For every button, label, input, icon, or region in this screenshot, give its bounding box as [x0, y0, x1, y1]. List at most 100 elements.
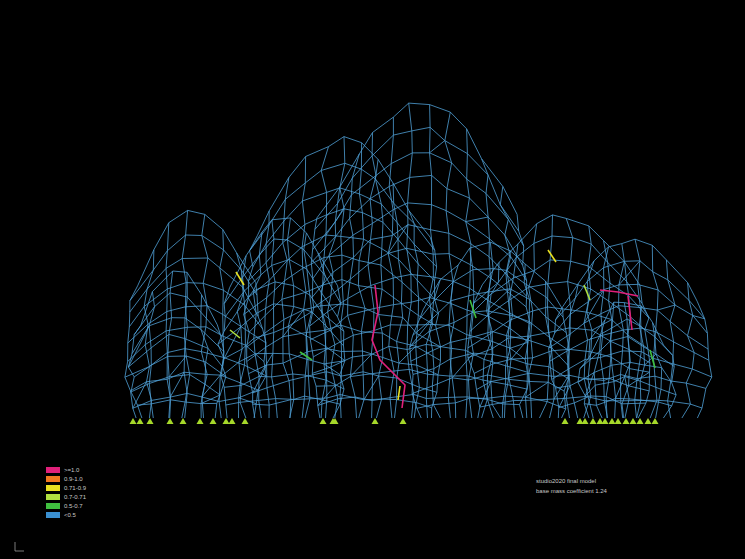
- legend-text: <0.5: [64, 511, 76, 519]
- pin-support: [630, 418, 637, 424]
- pin-support: [197, 418, 204, 424]
- mesh-line: [224, 374, 344, 389]
- pin-support: [130, 418, 137, 424]
- mesh-line: [637, 306, 645, 418]
- mesh-line: [580, 337, 674, 369]
- mesh-line: [182, 210, 187, 418]
- legend-swatch: [46, 503, 60, 509]
- mesh-line: [253, 372, 437, 393]
- mesh-line: [526, 382, 549, 397]
- mesh-line: [653, 322, 662, 418]
- mesh-line: [663, 345, 676, 418]
- mesh-line: [590, 302, 664, 345]
- mesh-line: [272, 220, 278, 418]
- mesh-line: [511, 336, 531, 359]
- mesh-line: [138, 210, 256, 286]
- mesh-line: [317, 103, 517, 218]
- mesh-line: [125, 349, 266, 378]
- legend-text: >=1.0: [64, 466, 79, 474]
- mesh-line: [508, 244, 518, 418]
- member-highlight: [650, 350, 655, 368]
- mesh-line: [529, 224, 537, 418]
- mesh-line: [313, 153, 524, 250]
- member-highlight: [600, 290, 638, 296]
- mesh-line: [410, 319, 433, 347]
- legend-swatch: [46, 485, 60, 491]
- mesh-line: [128, 326, 149, 367]
- mesh-line: [128, 306, 266, 343]
- legend-swatch: [46, 512, 60, 518]
- mesh-line: [466, 217, 488, 222]
- pin-support: [637, 418, 644, 424]
- mesh-line: [253, 395, 432, 408]
- mesh-line: [474, 236, 642, 303]
- mesh-line: [130, 235, 257, 301]
- member-highlight: [300, 352, 312, 360]
- mesh-line: [552, 351, 712, 380]
- pin-support: [623, 418, 630, 424]
- member-highlight: [628, 296, 632, 330]
- mesh-line: [578, 362, 672, 382]
- member-highlight: [230, 330, 240, 338]
- mesh-line: [567, 284, 578, 419]
- mesh-line: [247, 325, 441, 362]
- pin-support: [147, 418, 154, 424]
- mesh-line: [411, 332, 568, 366]
- member-highlight: [372, 285, 405, 408]
- legend-swatch: [46, 476, 60, 482]
- mesh-line: [253, 365, 267, 393]
- mesh-line: [555, 284, 708, 333]
- mesh-line: [253, 188, 437, 267]
- mesh-line: [134, 293, 220, 335]
- support-symbols: [130, 418, 659, 424]
- mesh-line: [138, 400, 217, 405]
- legend-swatch: [46, 467, 60, 473]
- mesh-line: [682, 283, 694, 418]
- mesh-line: [364, 376, 379, 400]
- pin-support: [180, 418, 187, 424]
- mesh-line: [610, 302, 615, 418]
- mesh-line: [430, 141, 445, 153]
- legend-text: 0.9-1.0: [64, 475, 83, 483]
- member-highlight: [236, 272, 244, 285]
- mesh-line: [510, 342, 528, 348]
- mesh-line: [218, 288, 230, 418]
- pin-support: [229, 418, 236, 424]
- mesh-line: [257, 137, 430, 238]
- pin-support: [332, 418, 339, 424]
- mesh-line: [314, 248, 526, 307]
- mesh-line: [312, 344, 527, 373]
- mesh-line: [169, 356, 186, 377]
- pin-support: [137, 418, 144, 424]
- member-highlight: [398, 386, 400, 400]
- pin-support: [562, 418, 569, 424]
- legend-swatch: [46, 494, 60, 500]
- mesh-line: [350, 355, 371, 377]
- mesh-line: [182, 272, 190, 418]
- shell-mesh: [125, 103, 712, 418]
- mesh-line: [328, 187, 340, 418]
- pin-support: [652, 418, 659, 424]
- member-highlight: [584, 285, 590, 300]
- pin-support: [645, 418, 652, 424]
- mesh-line: [129, 283, 262, 329]
- model-note: base mass coefficient 1.24: [536, 488, 607, 495]
- mesh-line: [358, 143, 365, 418]
- mesh-line: [584, 290, 604, 324]
- mesh-line: [412, 375, 564, 394]
- mesh-line: [218, 304, 344, 346]
- mesh-line: [201, 395, 220, 404]
- mesh-line: [482, 215, 640, 285]
- mesh-line: [254, 283, 266, 418]
- utilisation-highlights: [230, 250, 655, 408]
- pin-support: [320, 418, 327, 424]
- axis-icon: [15, 542, 24, 551]
- pin-support: [590, 418, 597, 424]
- pin-support: [609, 418, 616, 424]
- mesh-line: [128, 327, 264, 362]
- mesh-line: [144, 250, 154, 418]
- mesh-line: [128, 326, 142, 418]
- mesh-line: [619, 261, 640, 285]
- background-panel: [10, 8, 740, 556]
- mesh-line: [657, 305, 675, 310]
